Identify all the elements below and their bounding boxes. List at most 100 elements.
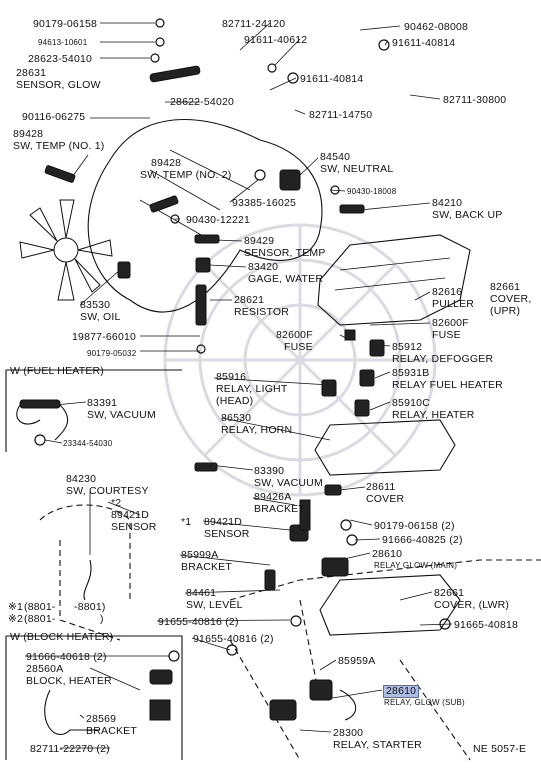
part-label: 28623-54010 <box>28 53 93 65</box>
part-label: 91611-40612 <box>244 34 308 46</box>
part-label: W (BLOCK HEATER) <box>10 631 114 643</box>
ground-wires <box>16 404 357 736</box>
part-label: 83390 <box>254 465 285 477</box>
part-label: SW, OIL <box>80 311 121 323</box>
part-label: 28569 <box>86 713 117 725</box>
part-label: 90179-05032 <box>87 349 137 358</box>
part-label: SW, TEMP (NO. 2) <box>140 169 232 181</box>
part-label: 90116-06275 <box>22 111 86 123</box>
block-heater-bracket-icon <box>149 699 171 721</box>
part-label: ) <box>100 613 104 625</box>
part-label: 82661 <box>434 587 465 599</box>
part-label: 23344-54030 <box>63 439 113 448</box>
part-label: RELAY, GLOW (SUB) <box>384 698 465 707</box>
relay-box-lower <box>319 574 461 636</box>
part-label: 85916 <box>216 371 247 383</box>
bolt-icon <box>290 615 302 627</box>
part-label: RELAY FUEL HEATER <box>392 379 503 391</box>
part-label: 91665-40818 <box>454 619 519 631</box>
part-label: SW, COURTESY <box>66 485 149 497</box>
part-label: (8801- <box>24 601 56 613</box>
part-label: 90179-06158 <box>33 18 98 30</box>
part-label: 19877-66010 <box>72 331 137 343</box>
part-label: FUSE <box>432 329 461 341</box>
part-label: RELAY, LIGHT <box>216 383 288 395</box>
back-up-switch-icon <box>339 204 365 214</box>
water-gage-icon <box>195 257 211 273</box>
oil-switch-icon <box>117 261 131 279</box>
part-label: 28610 <box>372 548 403 560</box>
part-label: 82711-24120 <box>222 18 286 30</box>
part-label: 28622-54020 <box>170 96 235 108</box>
washer-icon <box>150 53 160 63</box>
part-label: 94613-10601 <box>38 38 88 47</box>
part-label: SW, NEUTRAL <box>320 163 394 175</box>
temp-switch-1-icon <box>44 165 76 183</box>
nut-icon <box>340 519 352 531</box>
part-label-highlighted: 28610 <box>382 685 420 698</box>
bolt-icon <box>346 534 358 546</box>
part-label: 91611-40814 <box>300 73 364 85</box>
cover-small-icon <box>324 484 342 496</box>
part-label: 83391 <box>87 397 118 409</box>
part-label: PULLER <box>432 298 475 310</box>
part-label: 91655-40816 (2) <box>193 633 274 645</box>
heater-relay-icon <box>354 399 370 417</box>
part-label: 91666-40618 (2) <box>26 651 107 663</box>
part-label: 85959A <box>338 655 376 667</box>
part-label: 84230 <box>66 473 97 485</box>
bolt-icon <box>155 18 165 28</box>
part-label: 85999A <box>181 549 219 561</box>
part-label: SENSOR, GLOW <box>16 79 101 91</box>
fuel-heater-box <box>5 369 182 452</box>
part-label: 82600F <box>432 317 469 329</box>
part-label: ※1 <box>8 601 24 613</box>
part-label: GAGE, WATER <box>248 273 324 285</box>
part-label: 85910C <box>392 397 430 409</box>
part-label: 82600F <box>276 329 313 341</box>
part-label: *1 <box>181 516 192 528</box>
part-label: 90179-06158 (2) <box>374 520 455 532</box>
neutral-switch-icon <box>279 169 301 191</box>
fuse-icon <box>344 329 356 341</box>
part-label: NE 5057-E <box>473 743 527 755</box>
level-switch-icon <box>264 569 276 591</box>
part-label: 85912 <box>392 341 423 353</box>
bolt-icon <box>168 650 180 662</box>
part-label: -8801) <box>74 601 106 613</box>
temp-switch-2-icon <box>149 195 179 213</box>
part-label: SW, TEMP (NO. 1) <box>13 140 105 152</box>
part-label: 82661 <box>490 281 521 293</box>
part-label: 90430-18008 <box>347 187 397 196</box>
part-label: 84461 <box>186 587 217 599</box>
part-label: 84210 <box>432 197 463 209</box>
washer-icon <box>34 434 46 446</box>
glow-relay-main-icon <box>321 557 349 577</box>
part-label: 82616 <box>432 286 463 298</box>
vacuum-switch-2-icon <box>194 462 218 472</box>
resistor-icon <box>195 284 207 326</box>
part-label: 86530 <box>221 412 252 424</box>
sensor-temp-icon <box>194 234 220 244</box>
part-label: 89429 <box>244 235 275 247</box>
part-label: BRACKET <box>181 561 232 573</box>
part-label: 91666-40825 (2) <box>382 534 463 546</box>
part-label: 89428 <box>151 157 182 169</box>
part-label: RELAY, HORN <box>221 424 293 436</box>
fan <box>19 199 113 301</box>
part-label: SW, VACUUM <box>87 409 156 421</box>
part-label: 28611 <box>366 481 396 493</box>
part-label: 83420 <box>248 261 279 273</box>
glow-relay-sub-icon <box>309 679 333 701</box>
defogger-relay-icon <box>369 339 385 357</box>
part-label: SW, BACK UP <box>432 209 503 221</box>
part-label: 93385-16025 <box>232 197 297 209</box>
part-label: BLOCK, HEATER <box>26 675 112 687</box>
relay-box-upper <box>317 234 471 326</box>
part-label: 91611-40814 <box>392 37 456 49</box>
part-label: 90462-08008 <box>404 21 469 33</box>
part-label: 28300 <box>333 727 364 739</box>
part-label: SENSOR, TEMP <box>244 247 326 259</box>
